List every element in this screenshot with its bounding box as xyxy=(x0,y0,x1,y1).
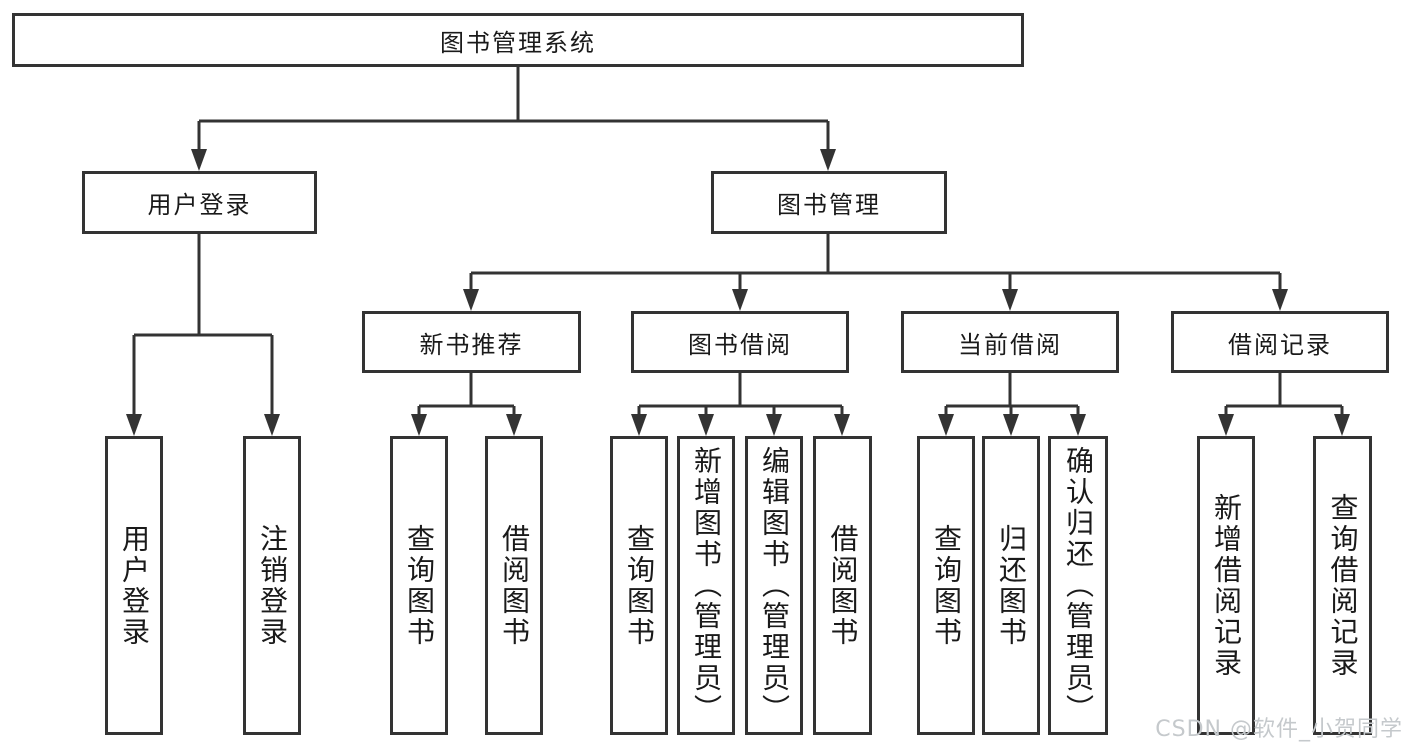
node-leaf-add-borrow-record: 新增借阅记录 xyxy=(1197,436,1255,735)
arrowhead xyxy=(1002,289,1018,311)
connector-bookmgmt-to-level3 xyxy=(469,234,1282,289)
leaf-label: 确认归还（管理员） xyxy=(1062,446,1095,725)
arrowhead xyxy=(411,414,427,436)
leaf-label: 借阅图书 xyxy=(826,523,860,648)
node-leaf-add-book-admin: 新增图书（管理员） xyxy=(677,436,735,735)
node-user-login: 用户登录 xyxy=(82,171,317,234)
connector-newbook-to-leaves xyxy=(417,373,516,414)
arrowhead xyxy=(698,414,714,436)
node-current-borrow: 当前借阅 xyxy=(901,311,1119,373)
node-leaf-return-book: 归还图书 xyxy=(982,436,1040,735)
arrowhead xyxy=(191,149,207,171)
leaf-label: 新增借阅记录 xyxy=(1210,492,1243,679)
arrowheads xyxy=(126,149,1350,436)
arrowhead xyxy=(1070,414,1086,436)
node-leaf-edit-book-admin: 编辑图书（管理员） xyxy=(745,436,803,735)
leaf-label: 查询图书 xyxy=(623,523,656,648)
node-root: 图书管理系统 xyxy=(12,13,1024,67)
node-borrow-records: 借阅记录 xyxy=(1171,311,1389,373)
arrowhead xyxy=(834,414,850,436)
node-leaf-query-book-1: 查询图书 xyxy=(390,436,448,735)
leaf-label: 归还图书 xyxy=(995,523,1028,648)
arrowhead xyxy=(938,414,954,436)
arrowhead xyxy=(732,289,748,311)
connector-currentborrow-to-leaves xyxy=(944,373,1080,414)
leaf-label: 查询图书 xyxy=(930,523,963,648)
leaf-label: 查询图书 xyxy=(403,523,436,648)
node-leaf-confirm-return-admin: 确认归还（管理员） xyxy=(1048,436,1108,735)
arrowhead xyxy=(1218,414,1234,436)
arrowhead xyxy=(820,149,836,171)
node-leaf-user-login: 用户登录 xyxy=(105,436,163,735)
arrowhead xyxy=(1334,414,1350,436)
leaf-label: 用户登录 xyxy=(118,523,151,648)
node-leaf-query-book-2: 查询图书 xyxy=(610,436,668,735)
leaf-label: 注销登录 xyxy=(256,523,289,648)
arrowhead xyxy=(766,414,782,436)
arrowhead xyxy=(1003,414,1019,436)
connector-root-to-level2 xyxy=(197,67,830,149)
connector-userlogin-to-leaves xyxy=(132,234,274,414)
leaf-label: 编辑图书（管理员） xyxy=(758,446,791,725)
csdn-watermark: CSDN @软件_小贺同学 xyxy=(1155,717,1403,742)
node-book-management: 图书管理 xyxy=(711,171,947,234)
arrowhead xyxy=(506,414,522,436)
arrowhead xyxy=(126,414,142,436)
node-book-borrow: 图书借阅 xyxy=(631,311,849,373)
connector-bookborrow-to-leaves xyxy=(637,373,844,414)
node-leaf-query-book-3: 查询图书 xyxy=(917,436,975,735)
node-new-book-recommend: 新书推荐 xyxy=(362,311,581,373)
node-leaf-borrow-book-1: 借阅图书 xyxy=(485,436,543,735)
arrowhead xyxy=(264,414,280,436)
node-leaf-query-borrow-record: 查询借阅记录 xyxy=(1313,436,1372,735)
arrowhead xyxy=(1272,289,1288,311)
node-leaf-logout: 注销登录 xyxy=(243,436,301,735)
leaf-label: 借阅图书 xyxy=(498,523,531,648)
arrowhead xyxy=(631,414,647,436)
connector-borrowrecords-to-leaves xyxy=(1224,373,1344,414)
arrowhead xyxy=(463,289,479,311)
node-leaf-borrow-book-2: 借阅图书 xyxy=(813,436,872,735)
leaf-label: 新增图书（管理员） xyxy=(690,446,723,725)
leaf-label: 查询借阅记录 xyxy=(1326,492,1360,679)
